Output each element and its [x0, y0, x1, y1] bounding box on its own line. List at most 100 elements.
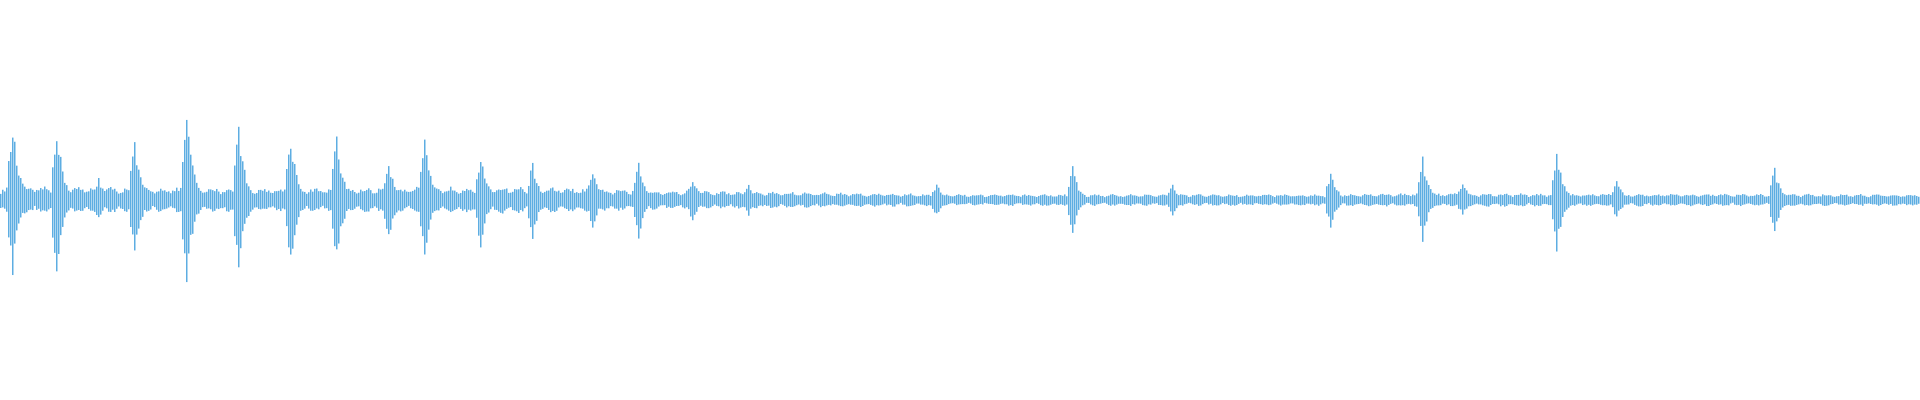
- waveform-bar: [1700, 195, 1702, 205]
- waveform-bar: [1272, 196, 1274, 204]
- waveform-bar: [1812, 194, 1814, 205]
- waveform-bar: [1486, 194, 1488, 207]
- waveform-bar: [1268, 194, 1270, 206]
- waveform-bar: [1860, 194, 1862, 205]
- waveform-bar: [850, 195, 852, 205]
- waveform-bar: [1460, 188, 1462, 210]
- waveform-bar: [932, 192, 934, 209]
- waveform-bar: [924, 195, 926, 206]
- waveform-bar: [1560, 172, 1562, 227]
- waveform-bar: [264, 189, 266, 209]
- waveform-bar: [1150, 195, 1152, 205]
- waveform-bar: [1202, 195, 1204, 205]
- waveform-bar: [556, 191, 558, 211]
- waveform-bar: [522, 189, 524, 212]
- waveform-bar: [766, 195, 768, 206]
- waveform-bar: [1638, 194, 1640, 207]
- waveform-bar: [198, 187, 200, 214]
- waveform-bar: [342, 177, 344, 224]
- waveform-bar: [480, 162, 482, 248]
- waveform-bar: [1420, 171, 1422, 226]
- waveform-bar: [322, 192, 324, 206]
- waveform-bar: [1620, 189, 1622, 210]
- waveform-bar: [786, 193, 788, 208]
- waveform-bar: [562, 192, 564, 207]
- waveform-bar: [1772, 175, 1774, 223]
- waveform-bar: [1310, 195, 1312, 205]
- waveform-bar: [1726, 194, 1728, 206]
- waveform-bar: [508, 192, 510, 208]
- waveform-bar: [1280, 195, 1282, 206]
- waveform-bar: [1264, 194, 1266, 205]
- waveform-bar: [348, 188, 350, 209]
- waveform-bar: [226, 190, 228, 212]
- waveform-bar: [580, 192, 582, 209]
- waveform-bar: [644, 186, 646, 212]
- waveform-bar: [1608, 193, 1610, 206]
- waveform-bar: [40, 188, 42, 212]
- waveform-bar: [1728, 195, 1730, 206]
- waveform-bar: [1044, 194, 1046, 205]
- waveform-bar: [114, 188, 116, 213]
- waveform-bar: [668, 192, 670, 207]
- waveform-bar: [584, 191, 586, 211]
- waveform-bar: [720, 191, 722, 209]
- waveform-bar: [64, 182, 66, 218]
- waveform-bar: [722, 191, 724, 207]
- waveform-bar: [474, 192, 476, 210]
- waveform-bar: [496, 190, 498, 210]
- waveform-bar: [622, 190, 624, 210]
- waveform-bar: [1060, 195, 1062, 205]
- waveform-bar: [1248, 195, 1250, 205]
- waveform-bar: [1326, 186, 1328, 214]
- waveform-bar: [812, 195, 814, 206]
- waveform-bar: [384, 183, 386, 219]
- waveform-bar: [554, 190, 556, 212]
- waveform-bar: [892, 193, 894, 207]
- waveform-bar: [350, 190, 352, 211]
- waveform-bar: [1516, 194, 1518, 206]
- waveform-bar: [4, 191, 6, 209]
- waveform-bar: [588, 185, 590, 211]
- waveform-bar: [1870, 196, 1872, 204]
- waveform-bar: [890, 194, 892, 205]
- waveform-bar: [1544, 195, 1546, 204]
- waveform-bar: [1172, 184, 1174, 216]
- waveform-bar: [672, 191, 674, 208]
- waveform-bar: [988, 196, 990, 204]
- waveform-bar: [1174, 190, 1176, 212]
- waveform-bar: [602, 189, 604, 210]
- waveform-bar: [684, 193, 686, 209]
- waveform-bar: [218, 191, 220, 210]
- waveform-bar: [634, 182, 636, 217]
- waveform-bar: [1424, 176, 1426, 226]
- waveform-bar: [460, 193, 462, 209]
- waveform-bar: [1880, 195, 1882, 206]
- waveform-bar: [1184, 194, 1186, 205]
- waveform-bar: [234, 165, 236, 237]
- waveform-bar: [1582, 195, 1584, 206]
- waveform-bar: [1482, 194, 1484, 206]
- waveform-bar: [694, 186, 696, 215]
- waveform-bar: [534, 178, 536, 225]
- waveform-bar: [514, 189, 516, 211]
- waveform-bar: [1074, 176, 1076, 225]
- waveform-bar: [1810, 195, 1812, 206]
- waveform-bar: [564, 189, 566, 209]
- waveform-bar: [118, 193, 120, 207]
- waveform-bar: [312, 191, 314, 211]
- waveform-bar: [1814, 196, 1816, 205]
- waveform-bar: [696, 188, 698, 212]
- waveform-bar: [604, 191, 606, 211]
- waveform-bar: [690, 186, 692, 217]
- waveform-bar: [654, 192, 656, 210]
- waveform-bar: [1576, 195, 1578, 205]
- waveform-bar: [570, 191, 572, 210]
- waveform-bar: [678, 194, 680, 206]
- waveform-bar: [1312, 195, 1314, 204]
- waveform-bar: [1464, 188, 1466, 210]
- waveform-bar: [598, 189, 600, 209]
- waveform-bar: [1002, 196, 1004, 204]
- waveform-bar: [1246, 194, 1248, 205]
